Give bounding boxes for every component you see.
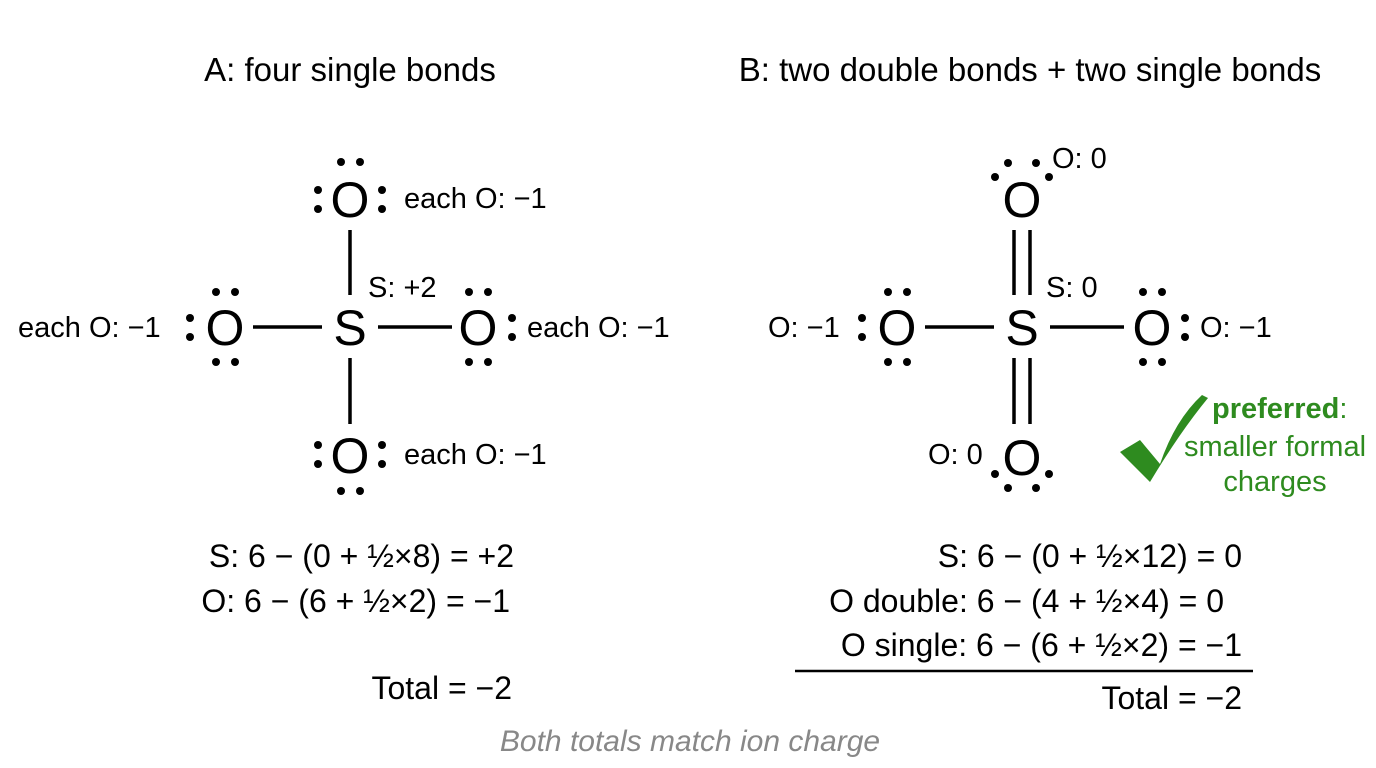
calc-a-total: Total = −2 xyxy=(371,670,512,706)
preferred-note-line2: smaller formal xyxy=(1184,431,1366,463)
checkmark-icon xyxy=(1120,395,1208,482)
calc-a-o-line: O: 6 − (6 + ½×2) = −1 xyxy=(201,583,510,619)
lone-pairs-b-left xyxy=(858,288,911,366)
calc-b: S: 6 − (0 + ½×12) = 0 O double: 6 − (4 +… xyxy=(795,538,1253,716)
atom-b-o-right: O xyxy=(1133,300,1172,356)
atom-b-o-top: O xyxy=(1003,172,1042,228)
label-b-s-charge: S: 0 xyxy=(1046,272,1098,304)
calc-b-o-single-line: O single: 6 − (6 + ½×2) = −1 xyxy=(841,627,1242,663)
label-a-s-charge: S: +2 xyxy=(368,272,437,304)
label-b-top-o: O: 0 xyxy=(1052,143,1107,175)
calc-a: S: 6 − (0 + ½×8) = +2 O: 6 − (6 + ½×2) =… xyxy=(201,538,514,706)
label-a-bottom-o: each O: −1 xyxy=(404,439,547,471)
atom-a-o-left: O xyxy=(206,300,245,356)
atom-b-o-left: O xyxy=(878,300,917,356)
preferred-note-line1: preferred: xyxy=(1212,393,1347,425)
label-b-bottom-o: O: 0 xyxy=(928,439,983,471)
lone-pairs-b-top xyxy=(991,159,1053,181)
lone-pairs-a-right xyxy=(465,288,516,366)
calc-b-o-double-line: O double: 6 − (4 + ½×4) = 0 xyxy=(829,583,1224,619)
heading-a: A: four single bonds xyxy=(204,51,496,88)
calc-b-s-line: S: 6 − (0 + ½×12) = 0 xyxy=(938,538,1242,574)
heading-b: B: two double bonds + two single bonds xyxy=(739,51,1321,88)
label-b-right-o: O: −1 xyxy=(1200,312,1272,344)
double-bond-b-top xyxy=(1012,230,1032,295)
double-bond-b-bottom xyxy=(1012,358,1032,424)
atom-a-o-right: O xyxy=(459,300,498,356)
structure-b: S O O O O S: 0 O: 0 O: −1 O: −1 xyxy=(768,143,1366,498)
calc-a-s-line: S: 6 − (0 + ½×8) = +2 xyxy=(209,538,514,574)
preferred-note-line3: charges xyxy=(1223,466,1326,498)
lone-pairs-a-left xyxy=(186,288,239,366)
lone-pairs-b-right xyxy=(1139,288,1189,366)
structure-a: S O O O O S: +2 each O: − xyxy=(18,158,670,495)
lone-pairs-a-top xyxy=(314,158,386,213)
label-b-left-o: O: −1 xyxy=(768,312,840,344)
atom-a-o-bottom: O xyxy=(331,428,370,484)
lone-pairs-a-bottom xyxy=(314,441,386,495)
atom-a-s: S xyxy=(333,300,366,356)
label-a-left-o: each O: −1 xyxy=(18,312,161,344)
lone-pairs-b-bottom xyxy=(991,470,1053,492)
label-a-right-o: each O: −1 xyxy=(527,312,670,344)
label-a-top-o: each O: −1 xyxy=(404,183,547,215)
atom-b-s: S xyxy=(1005,300,1038,356)
calc-b-total: Total = −2 xyxy=(1101,680,1242,716)
atom-a-o-top: O xyxy=(331,172,370,228)
atom-b-o-bottom: O xyxy=(1003,430,1042,486)
footer-note: Both totals match ion charge xyxy=(500,725,880,758)
